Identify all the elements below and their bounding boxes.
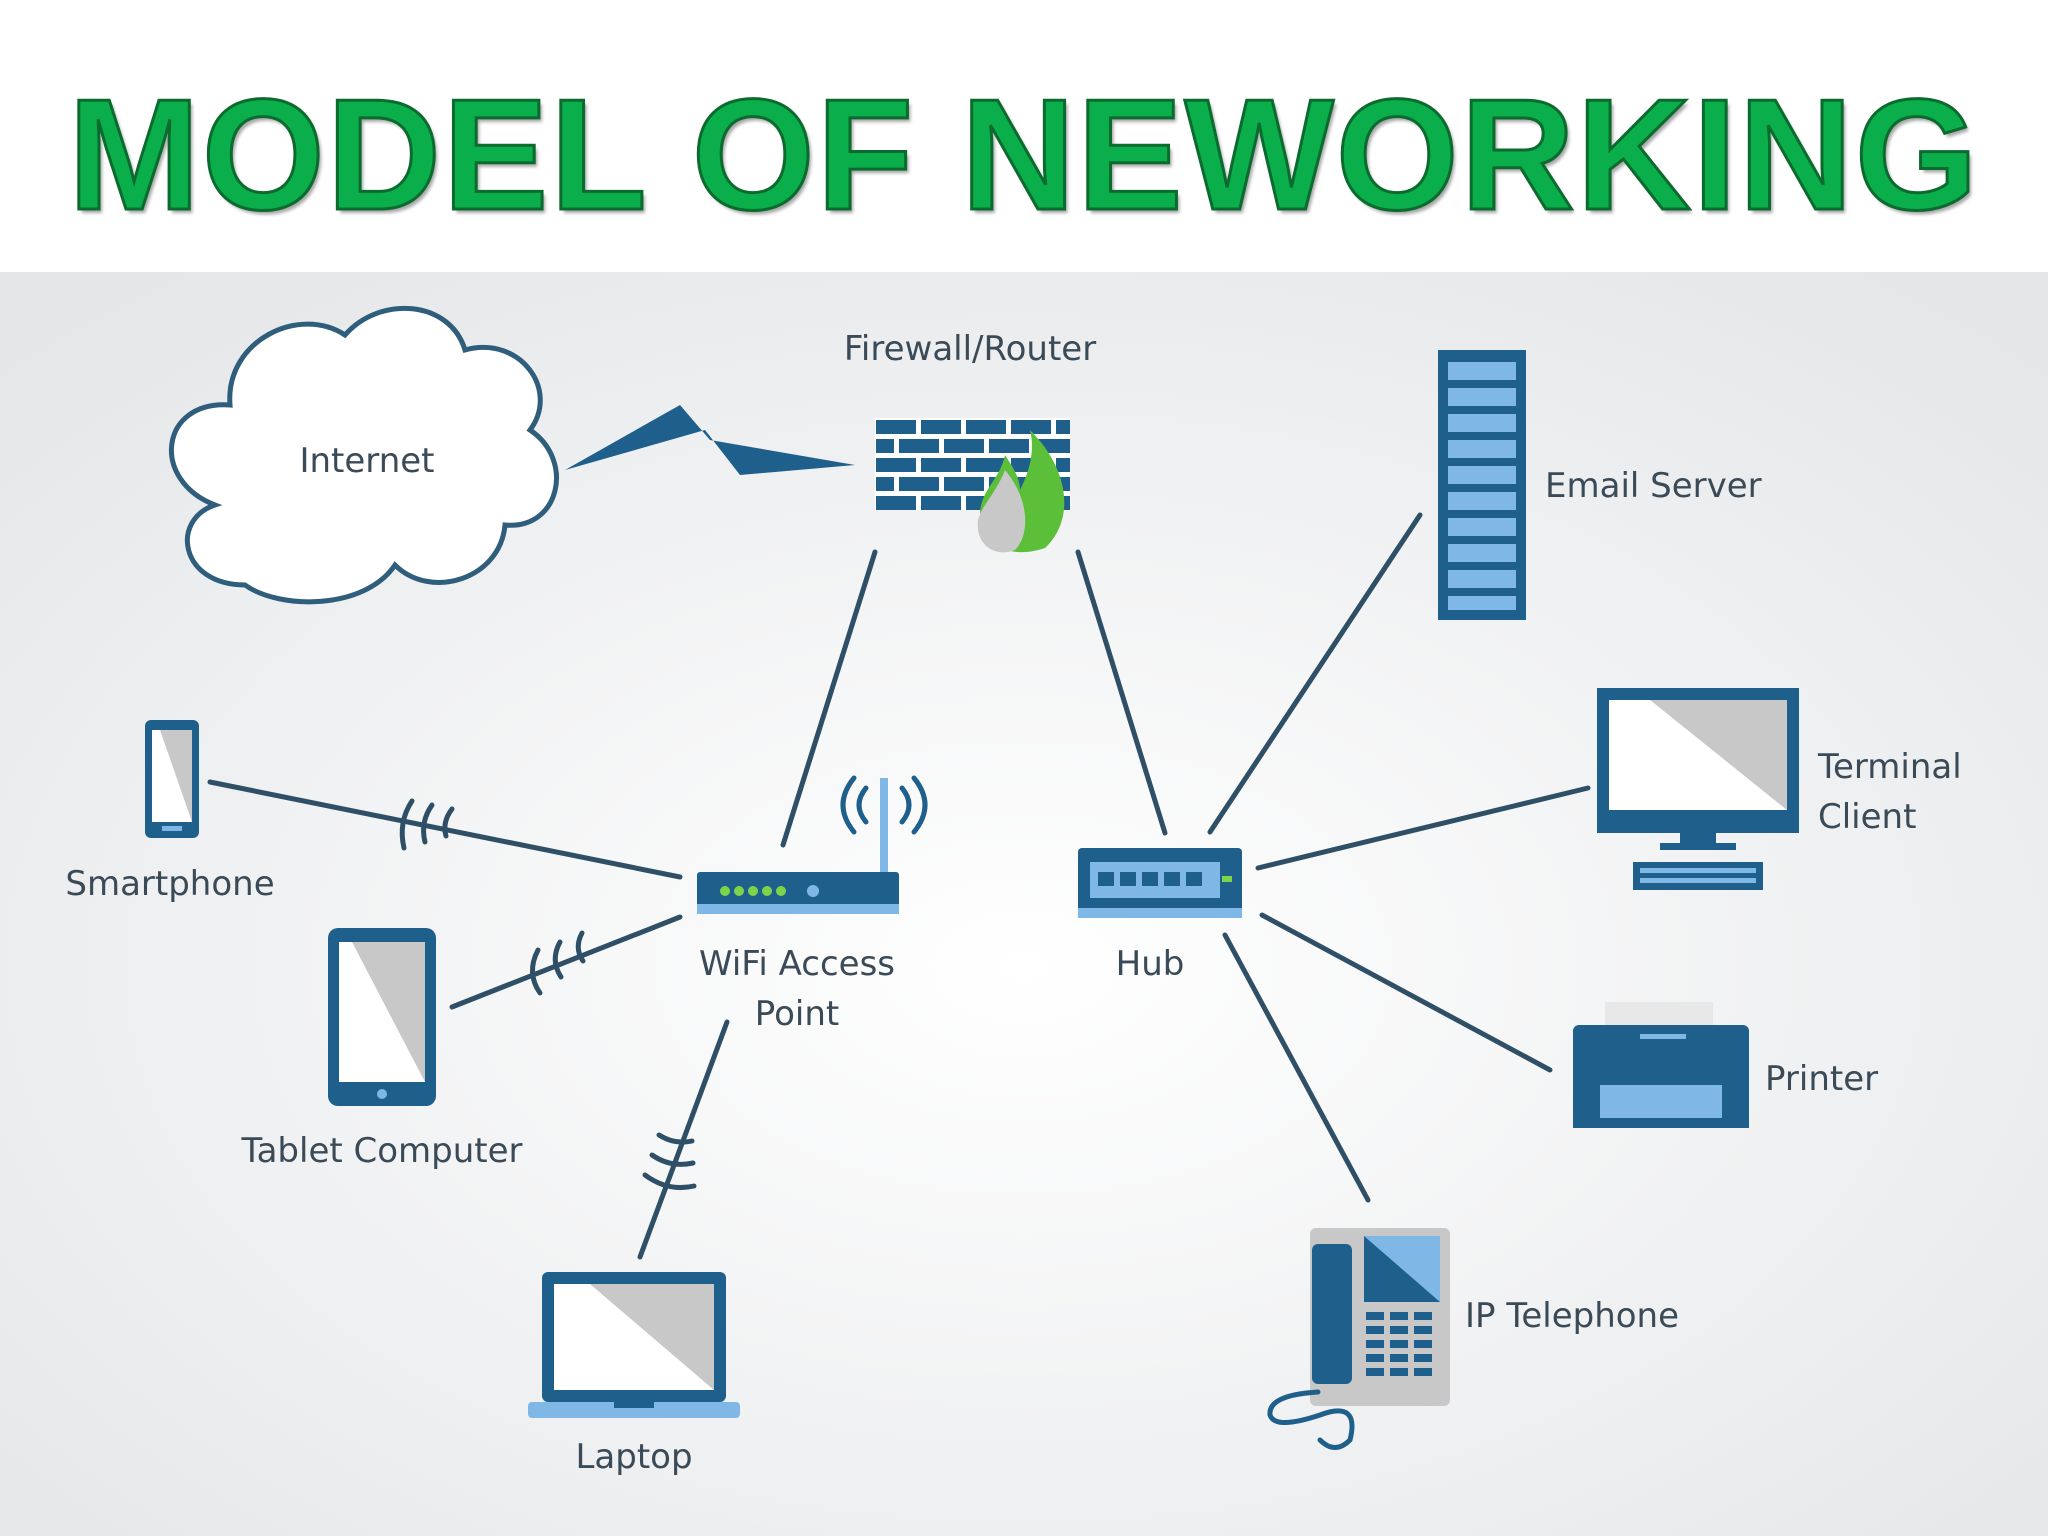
firewall-router-label: Firewall/Router xyxy=(844,329,1096,369)
cloud-icon xyxy=(168,305,559,605)
wifi-access-point: WiFi Access Point xyxy=(697,775,928,1034)
ip-telephone-label: IP Telephone xyxy=(1465,1296,1679,1336)
laptop-icon xyxy=(528,1272,740,1418)
printer: Printer xyxy=(1573,1002,1878,1128)
link-firewall-wifi xyxy=(780,549,878,848)
connections xyxy=(207,512,1591,1260)
internet-cloud: Internet xyxy=(168,305,559,605)
wireless-signal-icon xyxy=(530,930,586,996)
lightning-bolt-icon xyxy=(565,405,855,475)
email-server: Email Server xyxy=(1438,350,1762,620)
tablet-computer-label: Tablet Computer xyxy=(240,1131,522,1171)
printer-icon xyxy=(1573,1002,1749,1128)
firewall-router: Firewall/Router xyxy=(844,329,1096,553)
terminal-client-label-line1: Terminal xyxy=(1817,747,1962,787)
smartphone-icon xyxy=(145,720,199,838)
email-server-label: Email Server xyxy=(1545,466,1762,506)
tablet-computer: Tablet Computer xyxy=(240,928,523,1171)
hub: Hub xyxy=(1078,848,1242,984)
hub-label: Hub xyxy=(1116,944,1185,984)
wireless-signal-icon xyxy=(642,1132,697,1191)
laptop: Laptop xyxy=(528,1272,740,1477)
link-wifi-laptop xyxy=(637,1019,730,1260)
telephone-icon xyxy=(1267,1228,1450,1450)
title-bar: MODEL OF NEWORKING xyxy=(0,0,2048,272)
wifi-router-icon xyxy=(697,775,928,914)
internet-label: Internet xyxy=(299,441,434,481)
tablet-icon xyxy=(328,928,436,1106)
smartphone: Smartphone xyxy=(65,720,275,904)
hub-icon xyxy=(1078,848,1242,918)
network-diagram: Internet Firewall/Router xyxy=(0,272,2048,1536)
wifi-access-point-label-line2: Point xyxy=(755,994,839,1034)
monitor-icon xyxy=(1597,688,1799,890)
link-hub-telephone xyxy=(1222,932,1371,1203)
page-title: MODEL OF NEWORKING xyxy=(67,67,1980,243)
smartphone-label: Smartphone xyxy=(65,864,274,904)
server-rack-icon xyxy=(1438,350,1526,620)
wireless-signal-icon xyxy=(399,798,455,851)
terminal-client: Terminal Client xyxy=(1597,688,1962,890)
ip-telephone: IP Telephone xyxy=(1267,1228,1679,1450)
link-hub-printer xyxy=(1259,912,1553,1073)
terminal-client-label-line2: Client xyxy=(1818,797,1916,837)
link-hub-email-server xyxy=(1207,512,1423,835)
wifi-access-point-label-line1: WiFi Access xyxy=(699,944,895,984)
laptop-label: Laptop xyxy=(575,1437,692,1477)
link-hub-terminal xyxy=(1255,785,1591,871)
printer-label: Printer xyxy=(1765,1059,1878,1099)
link-firewall-hub xyxy=(1075,549,1168,836)
link-wifi-tablet xyxy=(449,914,683,1010)
flame-icon xyxy=(977,430,1065,553)
